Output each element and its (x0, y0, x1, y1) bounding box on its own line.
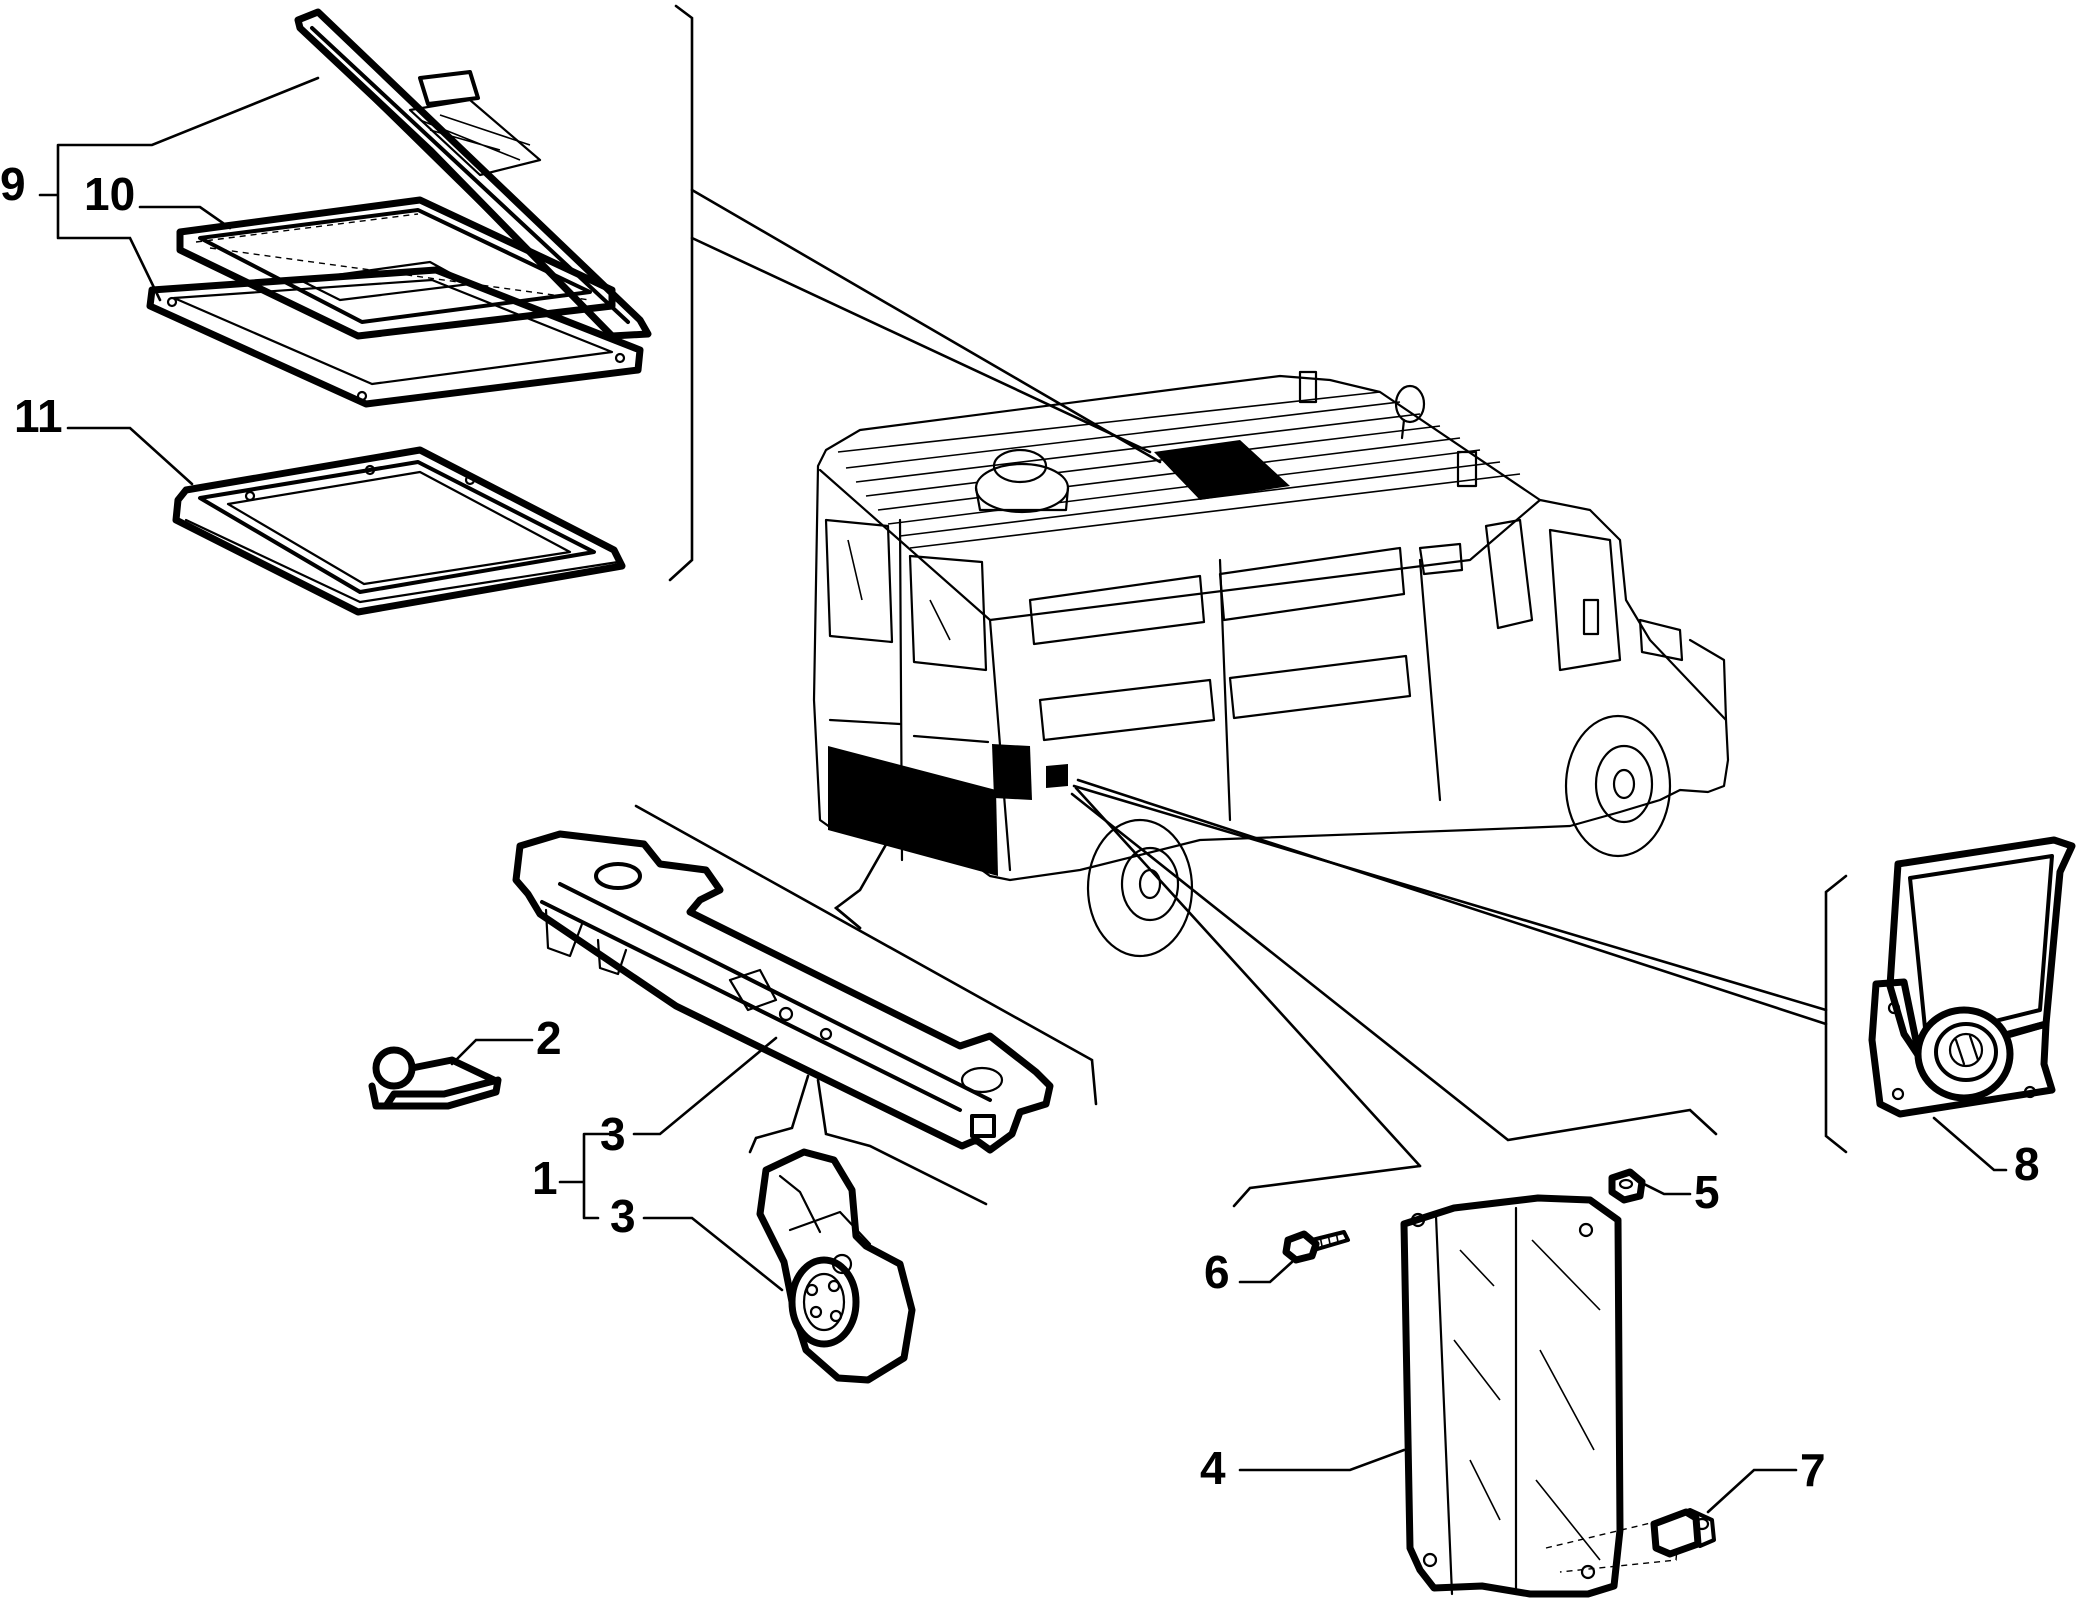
screw (1282, 1230, 1350, 1264)
leader-4 (1238, 1448, 1406, 1472)
socket-bracket-left (748, 1074, 810, 1154)
callout-5: 5 (1694, 1166, 1720, 1218)
callout-4: 4 (1200, 1442, 1226, 1494)
skylight-leader-upper (690, 188, 1162, 464)
leader-3b (642, 1216, 784, 1292)
nut (1608, 1168, 1646, 1204)
callout-6: 6 (1204, 1246, 1230, 1298)
corner-guard-panel (1400, 1194, 1681, 1598)
panel-leader-a (1074, 786, 1422, 1168)
towbar-bracket-arm (834, 906, 862, 930)
towbar-bracket-top (634, 804, 1098, 1106)
panel-leader-b (1070, 792, 1718, 1142)
tow-ball (368, 1046, 502, 1110)
leader-7 (1706, 1468, 1798, 1514)
leader-6 (1238, 1260, 1294, 1284)
socket-leader-b (1076, 778, 1828, 1026)
skylight-seal (146, 266, 644, 408)
callout-9: 9 (0, 158, 26, 210)
callout-1: 1 (532, 1152, 558, 1204)
callout-3b: 3 (610, 1190, 636, 1242)
tow-bar-crossmember (512, 830, 1054, 1154)
trailer-socket (756, 1148, 916, 1384)
callout-3a: 3 (600, 1108, 626, 1160)
callout-7: 7 (1800, 1444, 1826, 1496)
callout-11: 11 (14, 390, 63, 442)
callout-8: 8 (2014, 1138, 2040, 1190)
leader-2 (450, 1038, 534, 1066)
callout-10: 10 (84, 168, 135, 220)
socket-bracket-right (1824, 874, 1848, 1154)
clip (1650, 1508, 1716, 1558)
leader-9 (38, 76, 320, 302)
leader-3a (632, 1036, 778, 1136)
socket-leader-a (1072, 784, 1828, 1012)
panel-bracket (1232, 1164, 1422, 1208)
skylight-bracket (668, 4, 694, 582)
socket-bracket (816, 1078, 988, 1206)
fuel-filler-socket (1868, 836, 2076, 1118)
leader-8 (1932, 1116, 2008, 1172)
callout-2: 2 (536, 1012, 562, 1064)
leader-5 (1642, 1182, 1692, 1196)
leader-1 (558, 1132, 616, 1220)
skylight-outer-frame (172, 446, 626, 616)
van-illustration (812, 370, 1730, 958)
skylight-leader-lower (690, 236, 1152, 454)
leader-11 (66, 426, 194, 486)
leader-10 (138, 205, 232, 230)
